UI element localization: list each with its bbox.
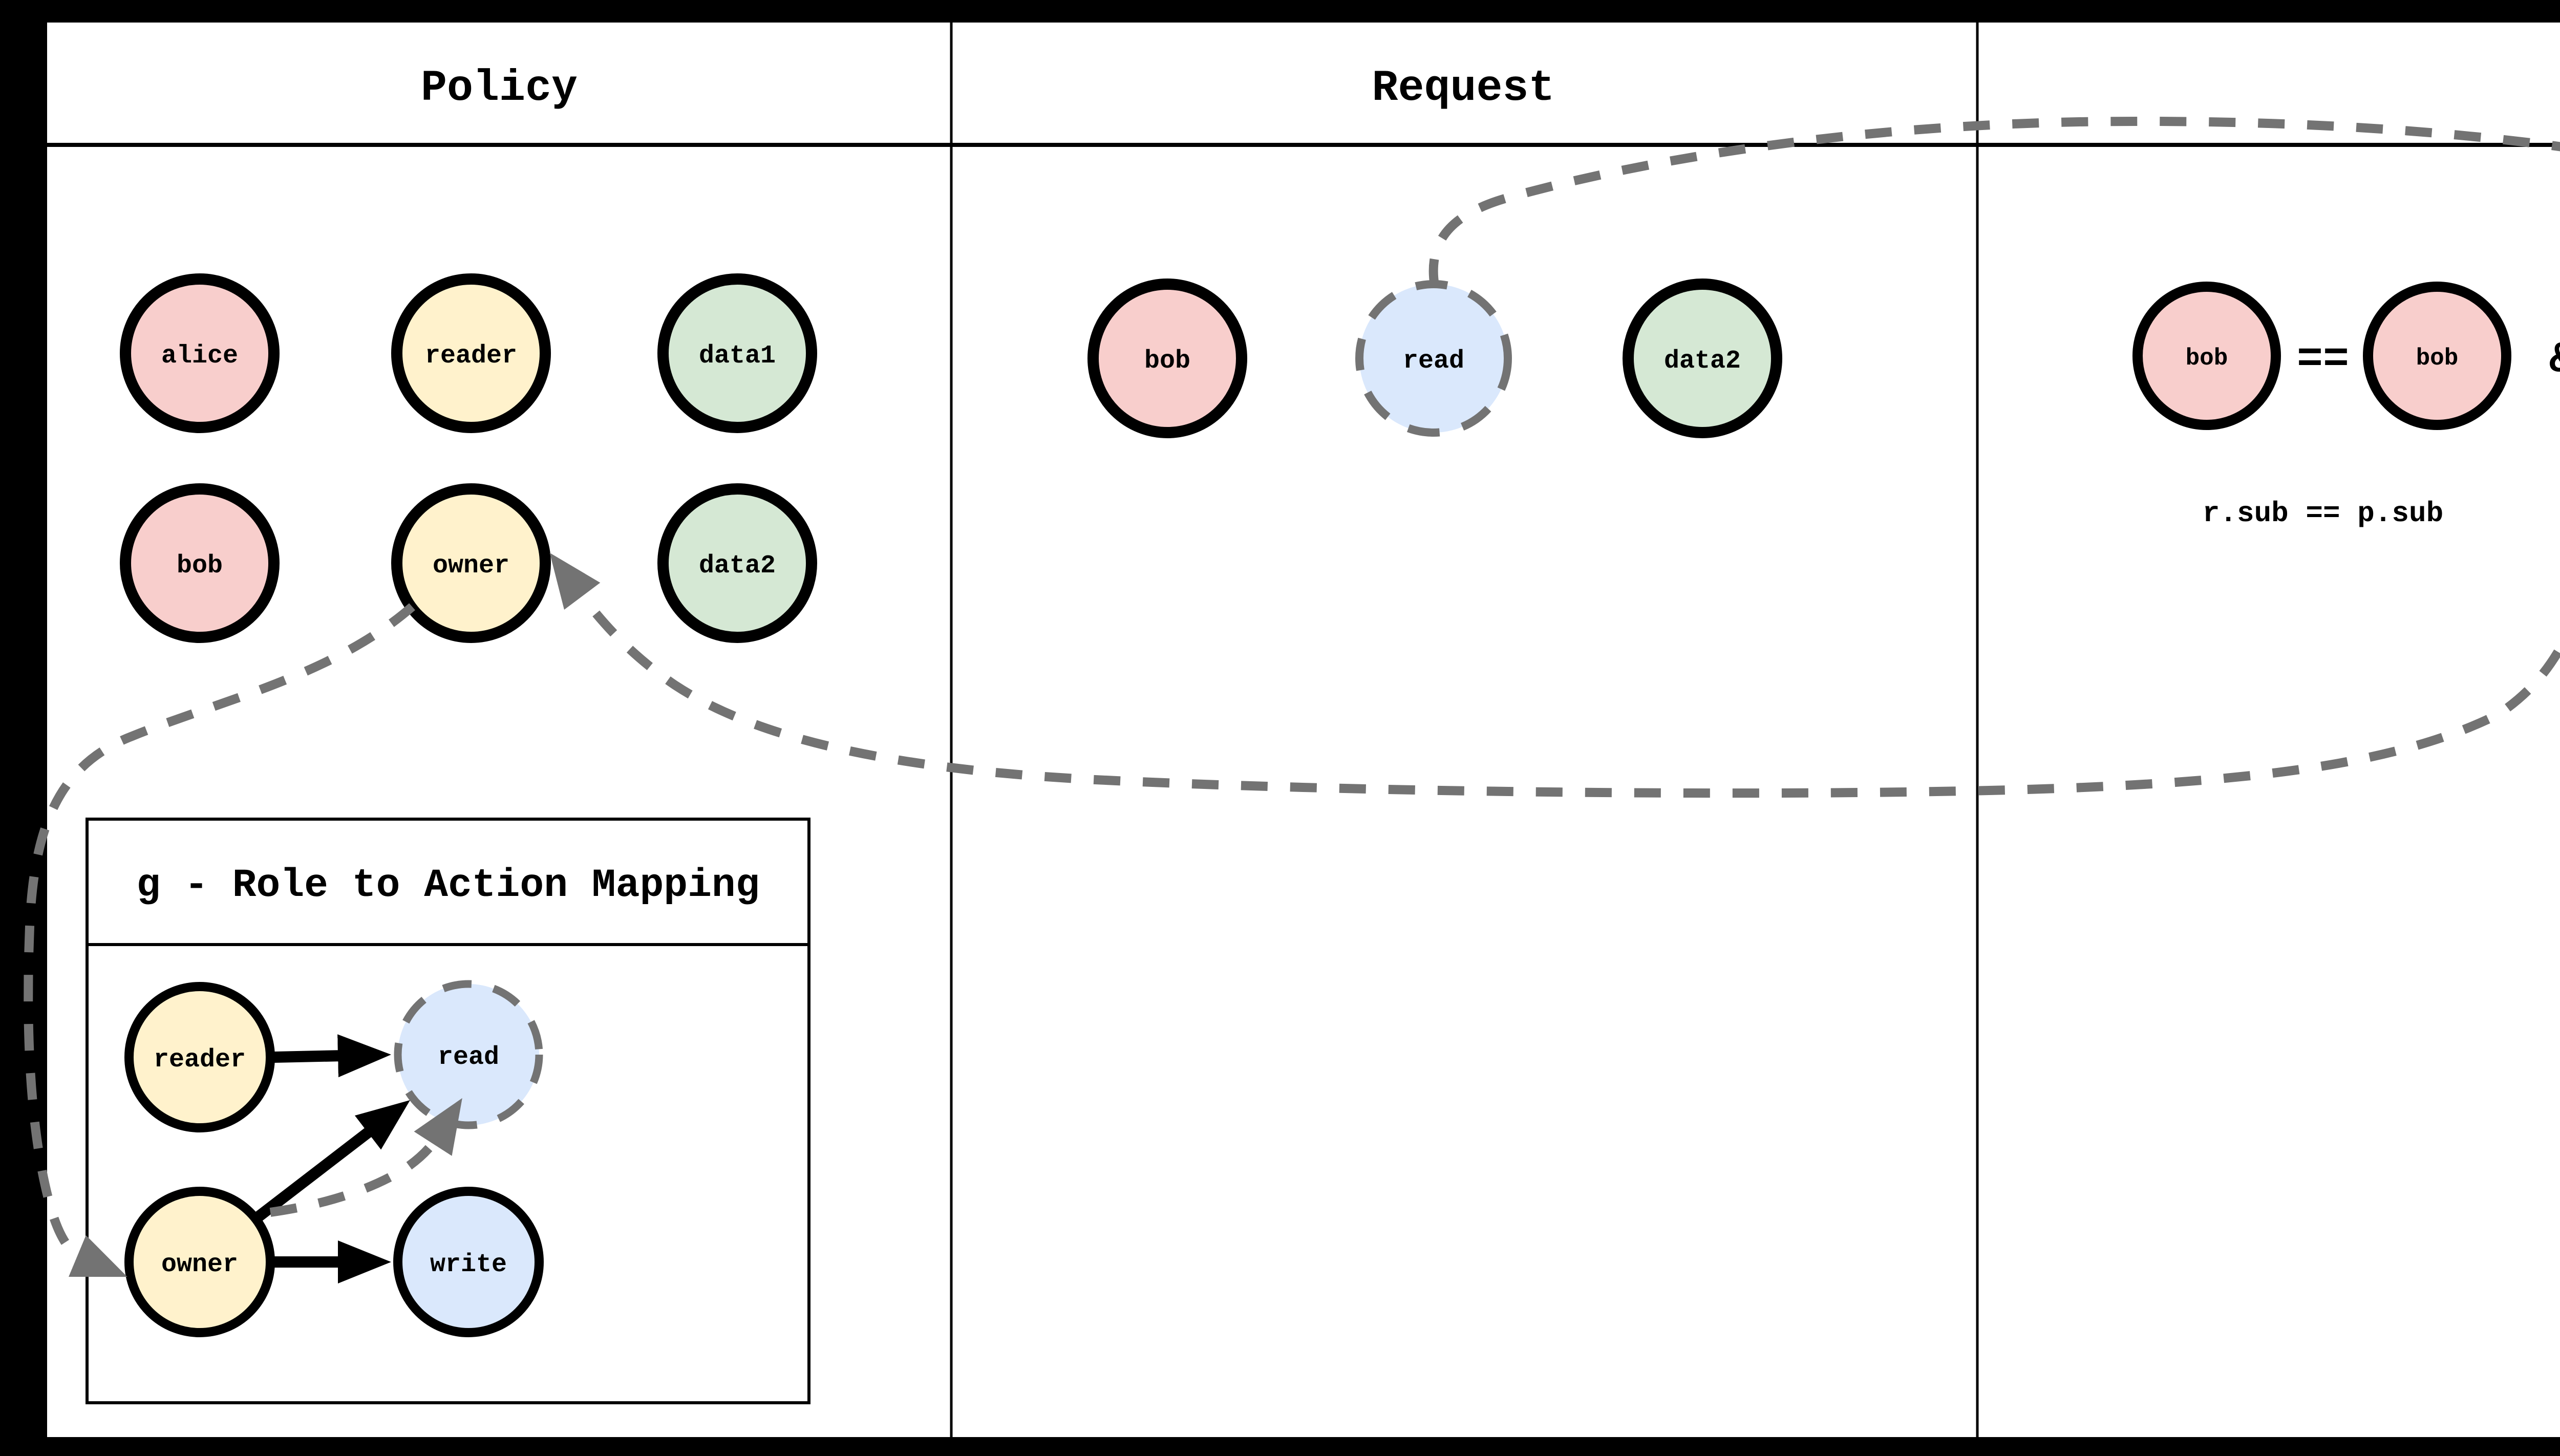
g-node-reader-label: reader: [154, 1045, 246, 1075]
dashed-arrow-matching-owner-to-policy-owner: [549, 552, 2560, 798]
g-node-owner: [124, 1187, 275, 1337]
caption-rsub-psub: r.sub == p.sub: [2203, 497, 2443, 530]
request-node-data2: [1623, 279, 1782, 438]
request-node-bob: [1087, 279, 1247, 438]
g-box-border: [86, 818, 810, 1404]
policy-node-data1: [657, 273, 817, 433]
policy-node-reader: [391, 273, 551, 433]
g-node-write-label: write: [430, 1250, 507, 1279]
matching-node-psub-label: bob: [2416, 345, 2459, 372]
policy-node-owner-label: owner: [433, 551, 509, 581]
dashed-arrow-g-owner-to-g-read: [269, 1098, 462, 1217]
policy-node-data1-label: data1: [699, 341, 776, 371]
policy-panel: alice reader data1 bob owner data2: [120, 273, 817, 643]
matching-eq1: ==: [2297, 335, 2349, 384]
policy-header: Policy: [421, 63, 578, 113]
matching-panel: bob == bob && g( owner , read ) && data2…: [2132, 282, 2560, 530]
g-node-read: [394, 980, 543, 1129]
policy-node-alice-label: alice: [161, 341, 238, 371]
g-node-write: [393, 1187, 544, 1337]
policy-node-owner: [391, 483, 551, 643]
request-node-data2-label: data2: [1664, 347, 1741, 376]
g-mapping-box: g - Role to Action Mapping reader read o…: [86, 818, 810, 1404]
arrow-reader-to-read: [273, 1034, 391, 1078]
arrow-owner-to-read: [252, 1100, 410, 1224]
request-node-read-label: read: [1403, 347, 1464, 376]
matching-node-psub: [2363, 282, 2511, 430]
policy-node-bob: [120, 483, 280, 643]
policy-node-reader-label: reader: [425, 341, 517, 371]
policy-node-data2-label: data2: [699, 551, 776, 581]
policy-node-alice: [120, 273, 280, 433]
request-panel: bob read data2: [1087, 279, 1782, 438]
matching-and1: &&: [2549, 335, 2560, 384]
g-node-reader: [124, 982, 275, 1132]
request-header: Request: [1372, 63, 1554, 113]
g-box-title: g - Role to Action Mapping: [137, 863, 760, 908]
policy-node-bob-label: bob: [177, 551, 223, 581]
matching-node-rsub: [2132, 282, 2281, 430]
request-node-bob-label: bob: [1144, 347, 1190, 376]
matching-node-rsub-label: bob: [2186, 345, 2228, 372]
g-node-read-label: read: [438, 1043, 499, 1072]
policy-node-data2: [657, 483, 817, 643]
g-node-owner-label: owner: [161, 1250, 238, 1279]
